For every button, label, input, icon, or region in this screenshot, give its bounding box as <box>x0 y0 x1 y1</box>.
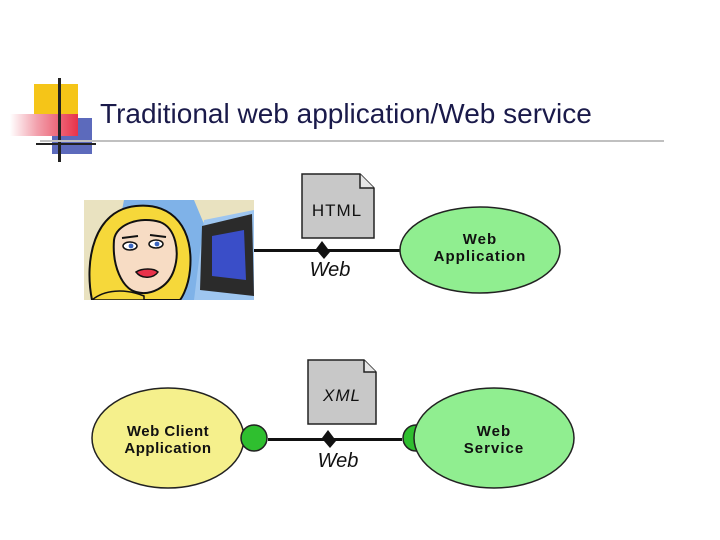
decor-red-bar <box>10 114 78 136</box>
web-client-label-line1: Web Client <box>127 423 209 440</box>
web-service-node <box>413 387 575 489</box>
bottom-web-link <box>268 430 402 448</box>
slide-title: Traditional web application/Web service <box>100 98 592 129</box>
xml-document-icon <box>307 359 377 425</box>
top-web-link-label: Web <box>310 259 351 281</box>
bottom-web-link-label: Web <box>318 450 359 472</box>
web-client-label-line2: Application <box>124 440 211 457</box>
top-web-link <box>254 241 402 259</box>
html-document-label: HTML <box>312 201 362 220</box>
web-application-node <box>399 206 561 294</box>
html-document-icon <box>301 173 375 239</box>
decor-horizontal-line <box>36 143 96 145</box>
user-at-computer-illustration <box>84 200 254 300</box>
web-application-label-line1: Web <box>463 231 497 248</box>
client-connector-dot <box>240 424 268 452</box>
web-application-label-line2: Application <box>434 248 527 265</box>
decor-vertical-line <box>58 78 61 162</box>
web-service-label-line2: Service <box>464 440 524 457</box>
title-underline <box>40 140 664 142</box>
xml-document-label: XML <box>322 386 361 405</box>
web-service-label-line1: Web <box>477 423 511 440</box>
